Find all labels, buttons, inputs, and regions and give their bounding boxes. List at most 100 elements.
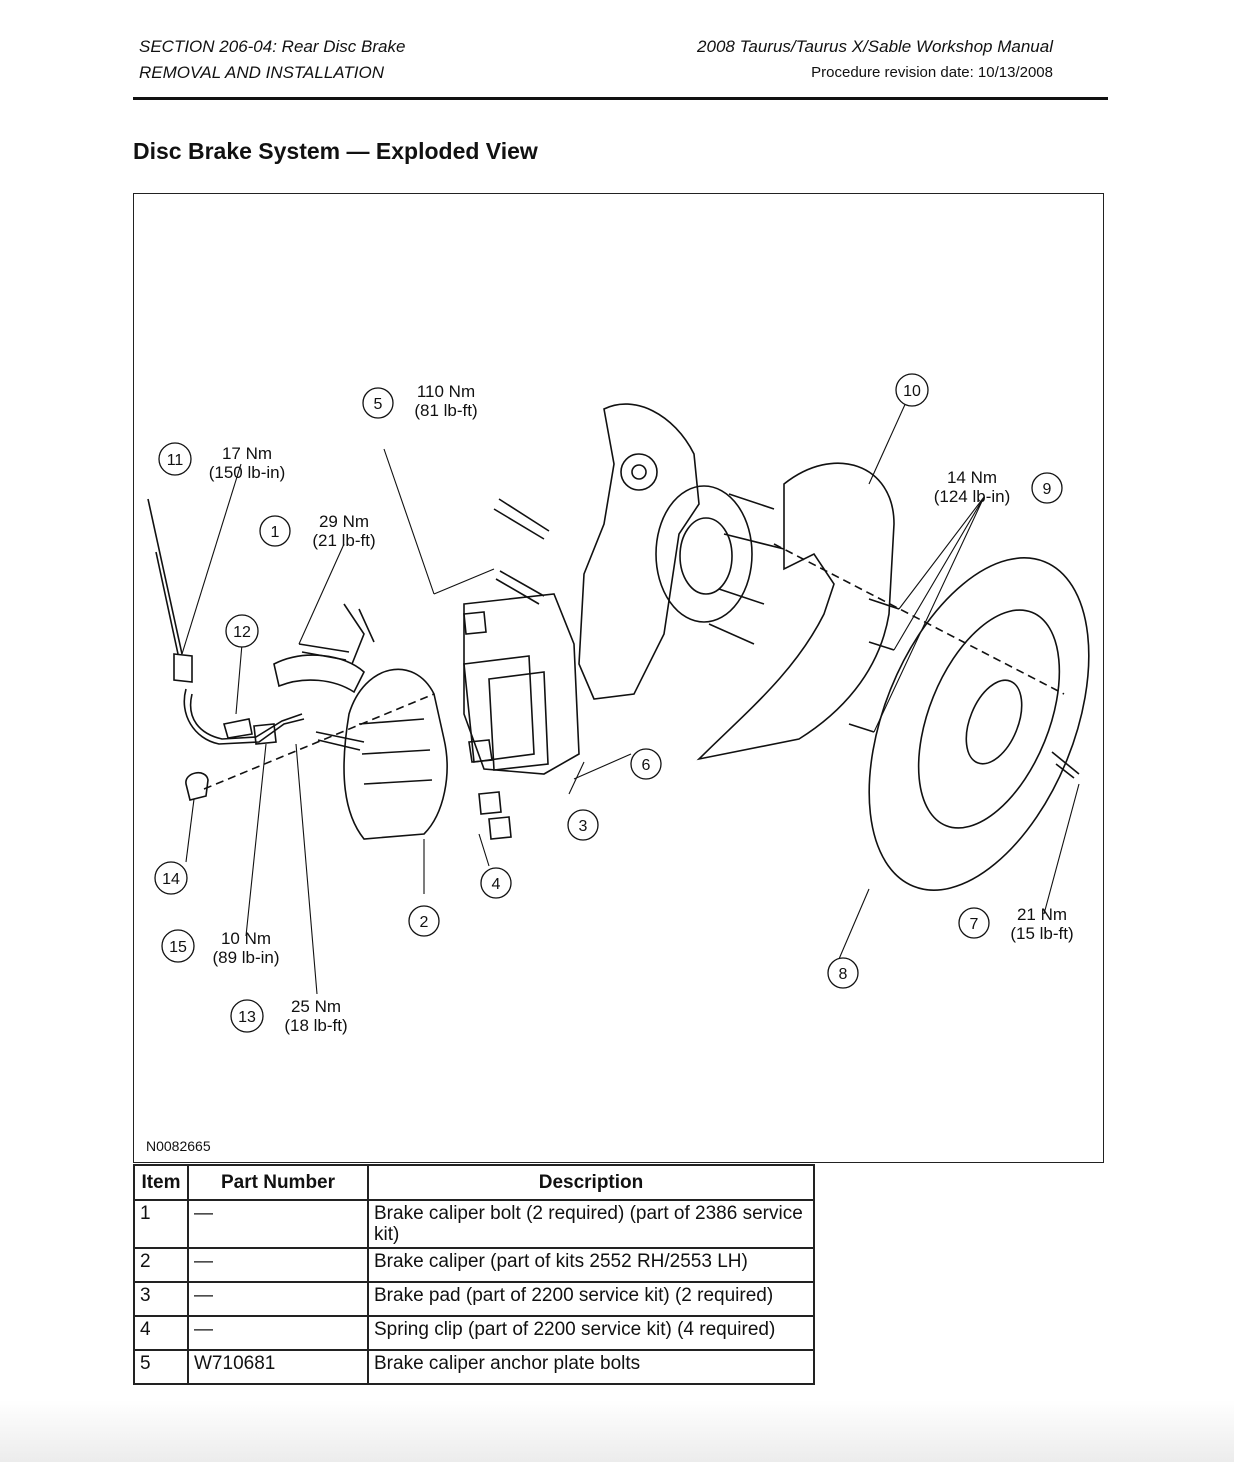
caliper-bracket-arm — [273, 654, 365, 694]
cell-part: — — [187, 1281, 369, 1317]
caliper-ribs — [358, 718, 433, 785]
callout-13: 13 25 Nm (18 lb-ft) — [230, 997, 348, 1035]
callout-8: 8 — [827, 957, 859, 989]
hose-line-a — [147, 498, 183, 655]
col-description: Description — [367, 1164, 815, 1201]
leader-lines — [181, 388, 1080, 995]
line-clip-12 — [222, 718, 253, 739]
callout-1-imp: (21 lb-ft) — [312, 531, 375, 550]
caliper-body — [343, 668, 448, 840]
callout-3-num: 3 — [579, 818, 588, 835]
brake-line — [183, 688, 305, 745]
cell-desc: Brake caliper bolt (2 required) (part of… — [367, 1199, 815, 1249]
callout-9-num: 9 — [1043, 481, 1052, 498]
table-row: 3 — Brake pad (part of 2200 service kit)… — [133, 1281, 815, 1317]
rotor-hat — [917, 609, 1061, 829]
callout-1: 1 29 Nm (21 lb-ft) — [259, 512, 376, 550]
callout-1-num: 1 — [271, 524, 280, 541]
callout-markers: 1 29 Nm (21 lb-ft) 2 3 4 5 110 Nm (81 lb… — [154, 373, 1074, 1035]
hose-fitting — [173, 653, 193, 683]
manual-title: 2008 Taurus/Taurus X/Sable Workshop Manu… — [697, 37, 1053, 56]
header-rule — [133, 97, 1108, 100]
exploded-view-figure: 1 29 Nm (21 lb-ft) 2 3 4 5 110 Nm (81 lb… — [133, 193, 1104, 1163]
table-header-row: Item Part Number Description — [133, 1164, 815, 1201]
callout-15-num: 15 — [169, 939, 187, 956]
callout-11-nm: 17 Nm — [222, 444, 272, 463]
brake-line-inner — [189, 693, 303, 740]
callout-15: 15 10 Nm (89 lb-in) — [161, 929, 280, 967]
callout-14: 14 — [154, 861, 188, 895]
callout-5-num: 5 — [374, 396, 383, 413]
callout-5-nm: 110 Nm — [417, 382, 475, 401]
cell-part: — — [187, 1247, 369, 1283]
anchor-bolt-upper — [493, 498, 550, 540]
hub-center — [679, 517, 733, 595]
dust-shield — [696, 462, 895, 761]
callout-1-nm: 29 Nm — [319, 512, 369, 531]
cell-desc: Brake caliper (part of kits 2552 RH/2553… — [367, 1247, 815, 1283]
callout-6-num: 6 — [642, 757, 651, 774]
anchor-bolt-lower — [495, 570, 545, 605]
callout-10: 10 — [895, 373, 929, 407]
caliper-bolt-upper — [298, 643, 350, 661]
page-title: Disc Brake System — Exploded View — [133, 138, 538, 164]
cell-desc: Brake pad (part of 2200 service kit) (2 … — [367, 1281, 815, 1317]
knuckle-nut — [631, 464, 647, 480]
caliper-tab — [343, 603, 375, 665]
cell-item: 5 — [133, 1349, 189, 1385]
procedure-type: REMOVAL AND INSTALLATION — [139, 63, 384, 82]
bleeder-cap — [185, 772, 209, 801]
callout-11: 11 17 Nm (150 lb-in) — [158, 442, 286, 482]
cell-item: 2 — [133, 1247, 189, 1283]
callout-3: 3 — [567, 809, 599, 841]
callout-10-num: 10 — [903, 383, 921, 400]
pad-inner — [488, 671, 549, 771]
callout-11-num: 11 — [167, 452, 184, 469]
section-title: SECTION 206-04: Rear Disc Brake — [139, 37, 406, 56]
exploded-view-drawing: 1 29 Nm (21 lb-ft) 2 3 4 5 110 Nm (81 lb… — [147, 373, 1090, 1035]
parts-table: Item Part Number Description 1 — Brake c… — [133, 1164, 815, 1385]
viewer-bottom-shade — [0, 1400, 1234, 1462]
callout-7-imp: (15 lb-ft) — [1010, 924, 1073, 943]
exploded-axis — [773, 543, 1065, 695]
cell-part: — — [187, 1199, 369, 1249]
callout-13-nm: 25 Nm — [291, 997, 341, 1016]
rotor-center — [965, 679, 1023, 765]
bleeder-screw — [253, 723, 277, 745]
drawing-linework — [147, 388, 1090, 995]
callout-13-imp: (18 lb-ft) — [284, 1016, 347, 1035]
spring-clips-lower — [478, 791, 512, 840]
table-row: 1 — Brake caliper bolt (2 required) (par… — [133, 1199, 815, 1249]
callout-5-imp: (81 lb-ft) — [414, 401, 477, 420]
table-row: 2 — Brake caliper (part of kits 2552 RH/… — [133, 1247, 815, 1283]
callout-5: 5 110 Nm (81 lb-ft) — [362, 382, 478, 420]
rotor-screw — [1051, 751, 1080, 779]
rotor-disc — [868, 557, 1090, 891]
wheel-studs — [708, 493, 785, 645]
cell-part: — — [187, 1315, 369, 1351]
table-row: 4 — Spring clip (part of 2200 service ki… — [133, 1315, 815, 1351]
callout-9: 9 14 Nm (124 lb-in) — [934, 468, 1063, 506]
cell-item: 3 — [133, 1281, 189, 1317]
cell-item: 1 — [133, 1199, 189, 1249]
callout-6: 6 — [630, 748, 662, 780]
callout-7-nm: 21 Nm — [1017, 905, 1067, 924]
callout-7-num: 7 — [970, 916, 979, 933]
col-part-number: Part Number — [187, 1164, 369, 1201]
cell-part: W710681 — [187, 1349, 369, 1385]
callout-14-num: 14 — [162, 871, 180, 888]
pad-outer — [463, 655, 535, 763]
callout-13-num: 13 — [238, 1009, 256, 1026]
cell-desc: Brake caliper anchor plate bolts — [367, 1349, 815, 1385]
callout-11-imp: (150 lb-in) — [209, 463, 286, 482]
callout-4: 4 — [480, 867, 512, 899]
anchor-bracket — [463, 593, 580, 775]
hose-line-b — [155, 551, 179, 655]
callout-9-imp: (124 lb-in) — [934, 487, 1011, 506]
knuckle — [578, 403, 700, 700]
revision-date: Procedure revision date: 10/13/2008 — [811, 64, 1053, 81]
shield-bolts — [848, 598, 900, 733]
callout-9-nm: 14 Nm — [947, 468, 997, 487]
table-row: 5 W710681 Brake caliper anchor plate bol… — [133, 1349, 815, 1385]
col-item: Item — [133, 1164, 189, 1201]
